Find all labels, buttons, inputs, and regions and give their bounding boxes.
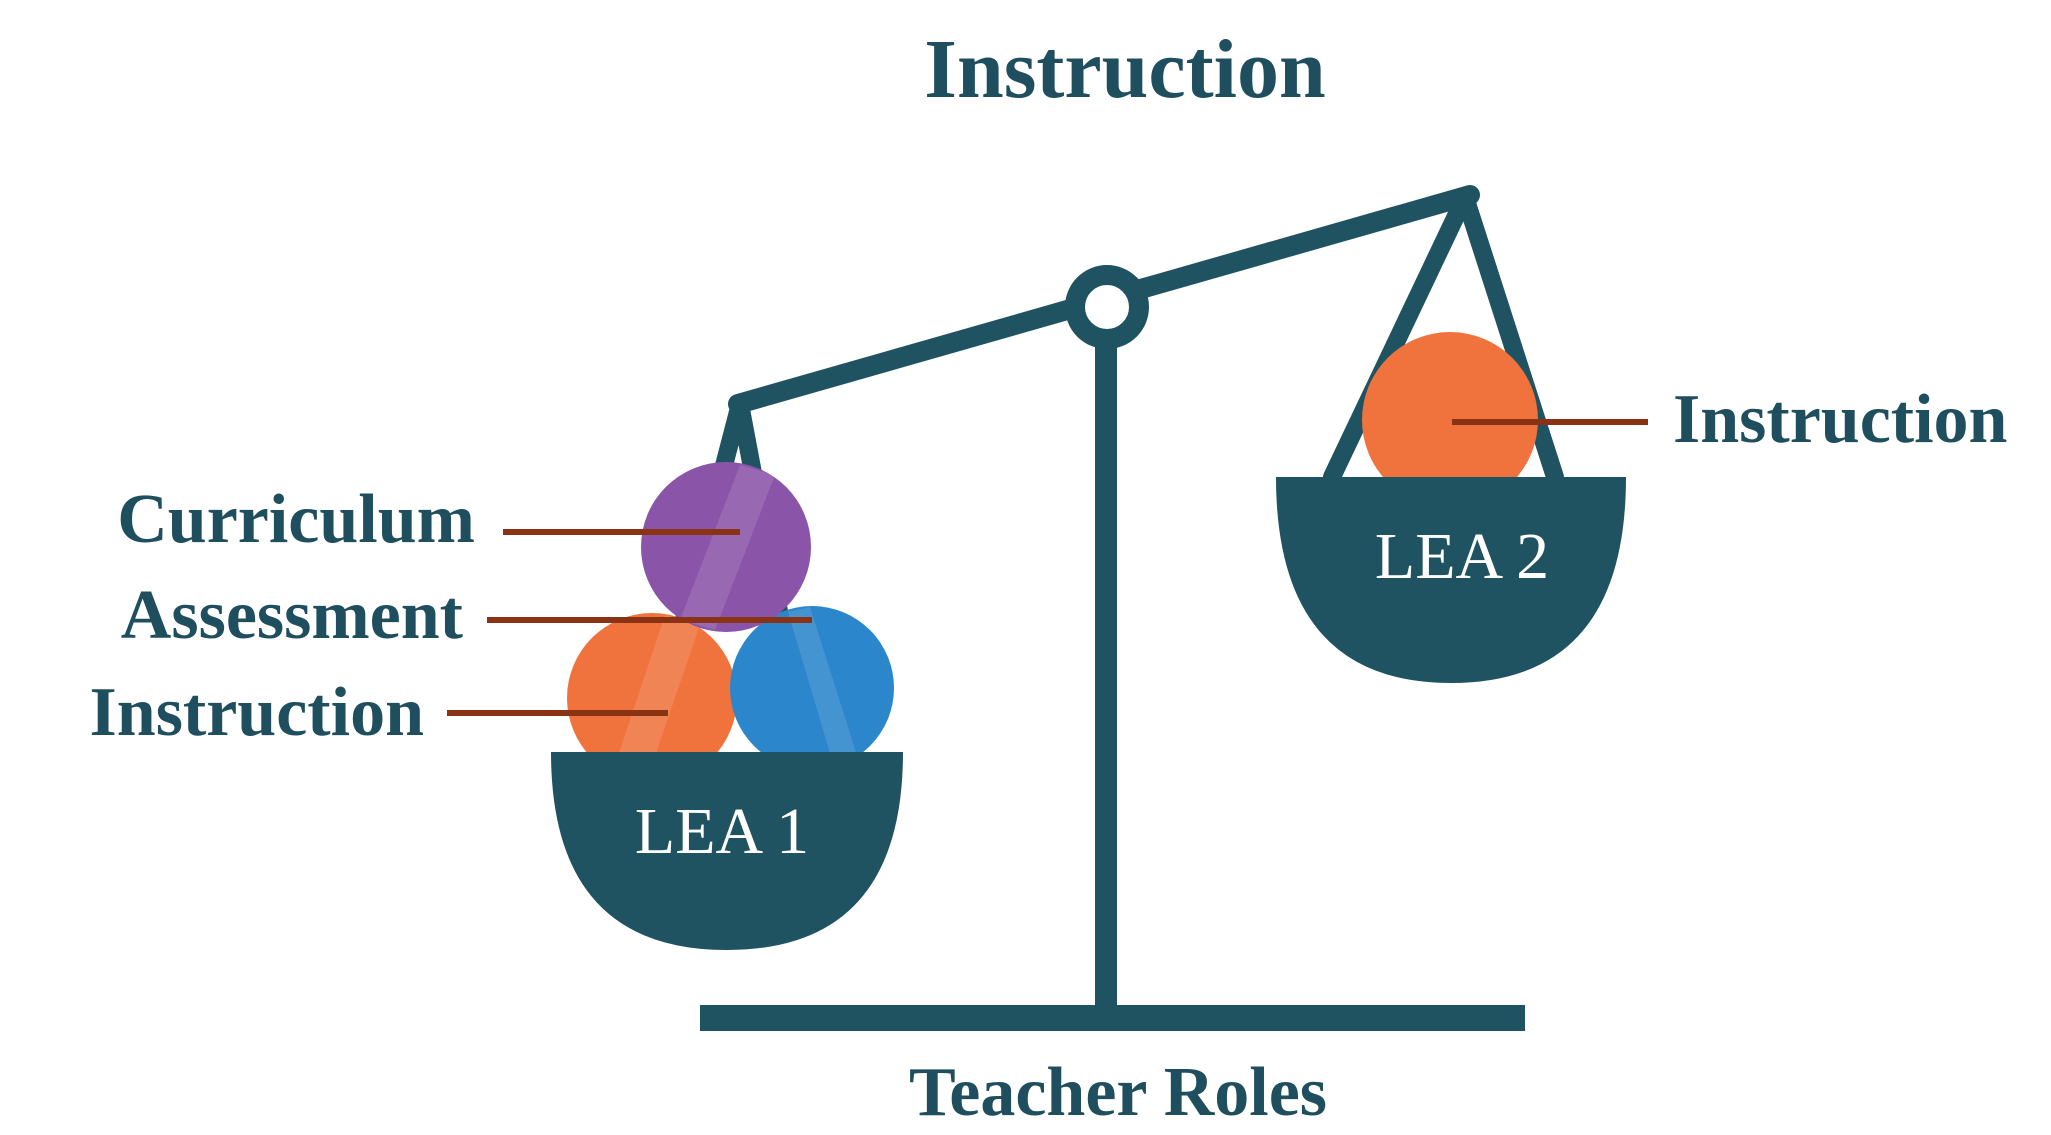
label-assessment: Assessment (121, 577, 463, 654)
right-hanger-left (1323, 188, 1474, 486)
left-pan-balls (567, 462, 894, 785)
left-instruction-ball-sheen (610, 615, 700, 785)
left-assessment-ball (730, 606, 894, 770)
label-instruction-left: Instruction (90, 674, 424, 751)
scale-base (700, 1005, 1525, 1031)
left-instruction-ball (567, 613, 737, 783)
label-instruction-right: Instruction (1673, 381, 2007, 458)
left-curriculum-ball (641, 462, 811, 632)
scale-post (1095, 322, 1117, 1012)
leader-lines (447, 419, 1648, 716)
label-curriculum: Curriculum (117, 481, 475, 558)
right-pan-label: LEA 2 (1375, 520, 1549, 593)
left-pan (551, 752, 903, 950)
right-instruction-ball (1362, 332, 1538, 508)
right-hanger-right (1456, 188, 1564, 486)
diagram-title: Instruction (924, 23, 1325, 116)
left-curriculum-ball-sheen (680, 465, 775, 630)
diagram-footer: Teacher Roles (909, 1054, 1327, 1131)
right-pan-balls (1362, 332, 1538, 508)
left-pan-label: LEA 1 (635, 795, 809, 868)
right-pan (1276, 477, 1626, 683)
left-assessment-ball-sheen (788, 607, 860, 770)
item-labels: Curriculum Assessment Instruction Instru… (90, 381, 2008, 751)
scale-pivot (1065, 265, 1149, 349)
pans: LEA 1 LEA 2 (551, 477, 1626, 950)
